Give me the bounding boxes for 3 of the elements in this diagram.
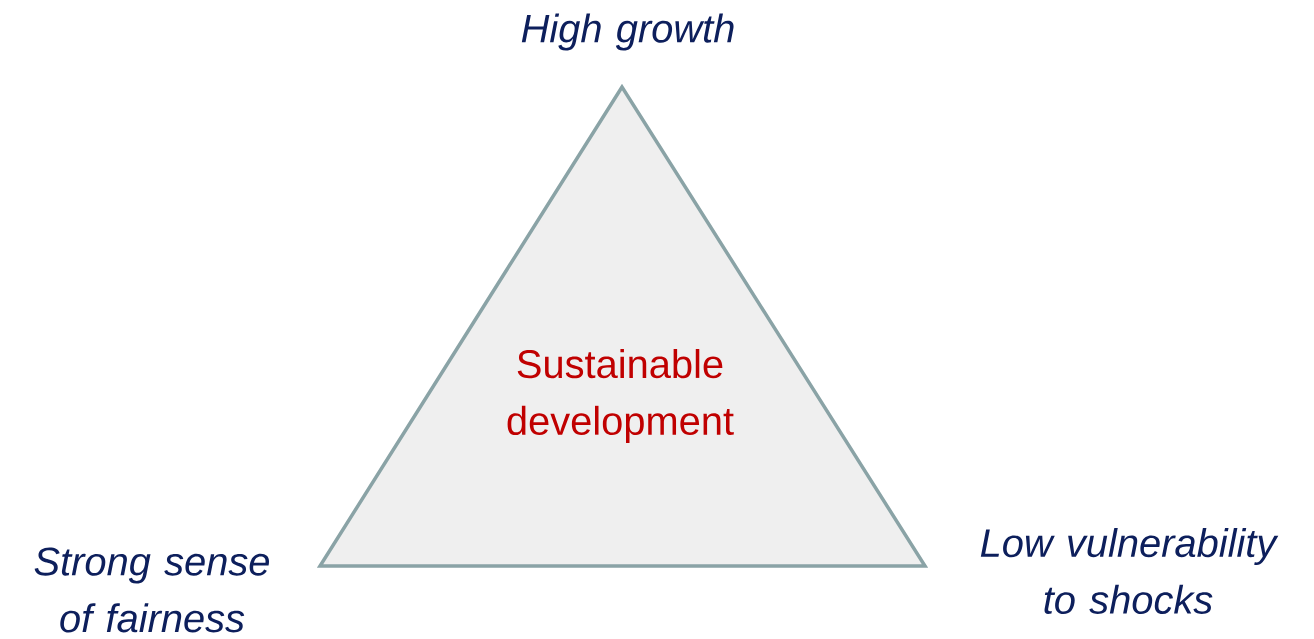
- corner-label: Low vulnerability to shocks: [980, 527, 1279, 614]
- corner-label: Strong sense of fairness: [34, 547, 269, 633]
- corner-label: High growth: [521, 13, 734, 51]
